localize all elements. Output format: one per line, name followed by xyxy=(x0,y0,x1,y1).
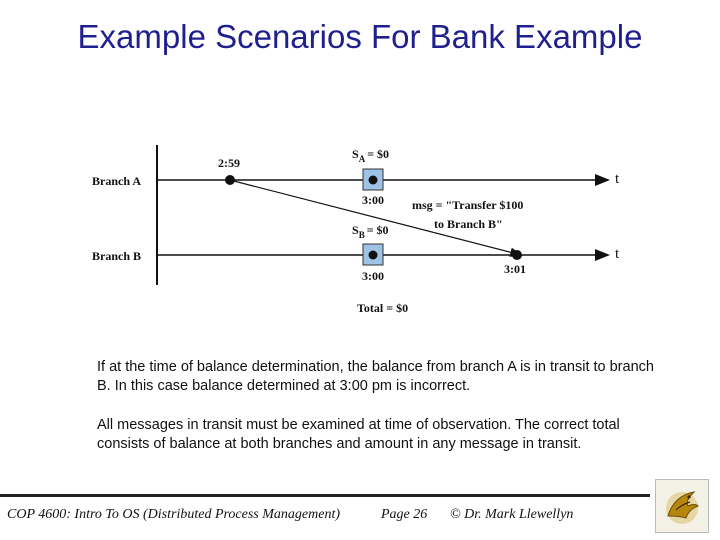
state-b-label: SB= $0 xyxy=(352,223,389,240)
time-b-snapshot-label: 3:00 xyxy=(362,269,384,283)
logo-graphic xyxy=(666,491,699,524)
receive-event-dot xyxy=(512,250,522,260)
total-label: Total = $0 xyxy=(357,301,408,315)
branch-b-label: Branch B xyxy=(92,249,141,263)
paragraph-correct-total: All messages in transit must be examined… xyxy=(97,417,620,452)
message-label-line2: to Branch B" xyxy=(434,217,503,231)
snapshot-a-dot xyxy=(368,175,378,185)
branch-b-arrowhead xyxy=(595,249,610,261)
slide-title: Example Scenarios For Bank Example xyxy=(77,18,643,55)
message-label-line1: msg = "Transfer $100 xyxy=(412,198,523,212)
footer-divider xyxy=(0,494,650,497)
footer-page-number: Page 26 xyxy=(381,507,428,522)
footer-author: © Dr. Mark Llewellyn xyxy=(450,507,574,522)
time-a-snapshot-label: 3:00 xyxy=(362,193,384,207)
paragraph-transit-case: If at the time of balance determination,… xyxy=(97,359,654,394)
message-arrow xyxy=(229,179,523,257)
time-b-receive-label: 3:01 xyxy=(504,262,526,276)
branch-a-arrowhead xyxy=(595,174,610,186)
ucf-pegasus-logo-icon xyxy=(655,479,709,533)
state-a-label: SA= $0 xyxy=(352,147,389,164)
footer-course: COP 4600: Intro To OS (Distributed Proce… xyxy=(7,507,340,522)
branch-a-label: Branch A xyxy=(92,174,141,188)
branch-a-axis-label: t xyxy=(615,171,620,187)
branch-b-axis-label: t xyxy=(615,246,620,262)
bank-snapshot-diagram: Branch A t Branch B t 2:59 SA= $0 3:00 m… xyxy=(92,145,620,315)
time-a-send-label: 2:59 xyxy=(218,156,240,170)
snapshot-b-dot xyxy=(368,250,378,260)
